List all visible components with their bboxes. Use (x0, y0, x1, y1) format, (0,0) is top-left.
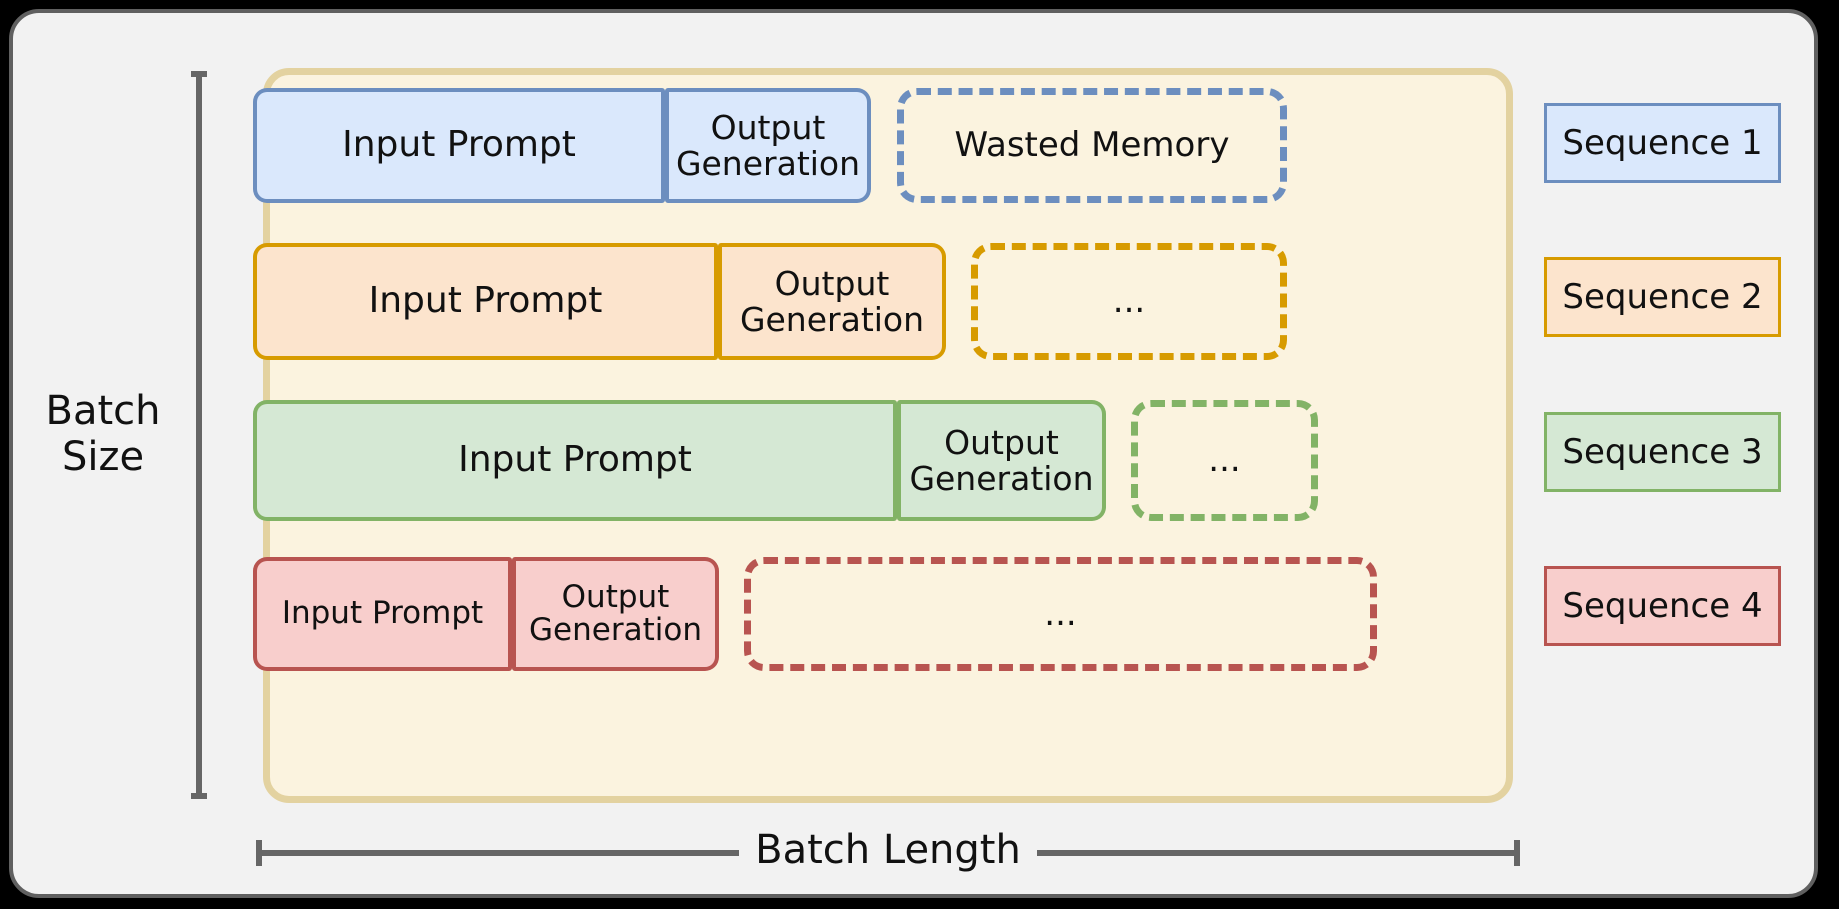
row-gap-4 (719, 557, 744, 671)
batch-size-bracket (191, 71, 207, 799)
output-generation-line1-1: Output (710, 107, 826, 147)
diagram-panel: Batch Size Input Prompt Output Generatio… (9, 9, 1818, 898)
output-generation-line1-2: Output (774, 263, 890, 303)
input-prompt-block-4[interactable]: Input Prompt (253, 557, 512, 671)
output-generation-block-3[interactable]: Output Generation (897, 400, 1106, 521)
output-generation-line2-2: Generation (739, 299, 925, 339)
sequence-row-1: Input Prompt Output Generation Wasted Me… (253, 88, 1408, 203)
output-generation-block-4[interactable]: Output Generation (512, 557, 719, 671)
wasted-memory-block-3: ... (1131, 400, 1318, 521)
bracket-line-right (1036, 850, 1515, 856)
row-gap-1 (871, 88, 897, 203)
wasted-memory-block-2: ... (971, 243, 1287, 360)
output-generation-block-2[interactable]: Output Generation (718, 243, 946, 360)
output-generation-line2-3: Generation (909, 458, 1094, 498)
wasted-memory-block-1: Wasted Memory (897, 88, 1287, 203)
legend-item-sequence-1[interactable]: Sequence 1 (1544, 103, 1781, 183)
legend-item-sequence-3[interactable]: Sequence 3 (1544, 412, 1781, 492)
batch-size-label-line1: Batch (45, 388, 161, 434)
output-generation-line2-1: Generation (675, 143, 861, 183)
sequence-row-3: Input Prompt Output Generation ... (253, 400, 1408, 521)
bracket-cap-right (1514, 840, 1521, 866)
batch-length-label: Batch Length (755, 827, 1021, 873)
output-generation-line1-3: Output (944, 422, 1059, 462)
output-generation-line2-4: Generation (529, 612, 702, 648)
input-prompt-block-1[interactable]: Input Prompt (253, 88, 665, 203)
sequence-row-4: Input Prompt Output Generation ... (253, 557, 1408, 671)
batch-size-label: Batch Size (23, 388, 183, 481)
bracket-cap-bottom (191, 793, 207, 799)
wasted-memory-block-4: ... (744, 557, 1377, 671)
bracket-cap-left (256, 840, 262, 866)
row-gap-3 (1106, 400, 1131, 521)
legend-item-sequence-2[interactable]: Sequence 2 (1544, 257, 1781, 337)
bracket-stem-vertical (196, 71, 202, 799)
output-generation-block-1[interactable]: Output Generation (665, 88, 871, 203)
batch-container: Input Prompt Output Generation Wasted Me… (253, 68, 1513, 803)
batch-length-bracket: Batch Length (256, 827, 1521, 873)
legend-item-sequence-4[interactable]: Sequence 4 (1544, 566, 1781, 646)
input-prompt-block-2[interactable]: Input Prompt (253, 243, 718, 360)
input-prompt-block-3[interactable]: Input Prompt (253, 400, 897, 521)
bracket-line-left (262, 850, 740, 856)
sequence-row-2: Input Prompt Output Generation ... (253, 243, 1408, 360)
output-generation-line1-4: Output (561, 578, 670, 615)
batch-size-label-line2: Size (61, 434, 145, 481)
row-gap-2 (946, 243, 971, 360)
